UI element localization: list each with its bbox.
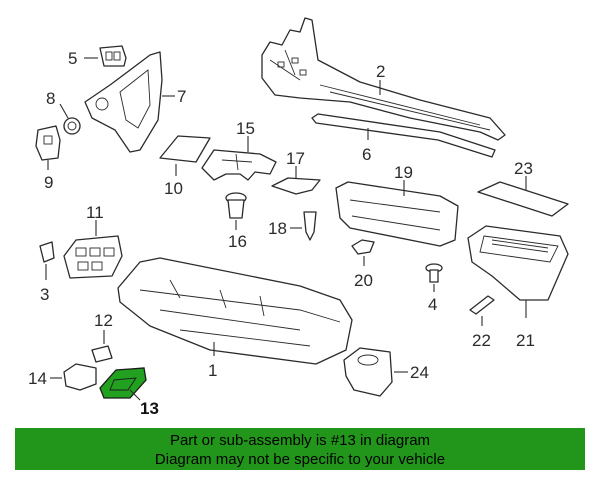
banner-line-2: Diagram may not be specific to your vehi… (154, 451, 446, 468)
part-19-armrest-lid[interactable] (335, 181, 459, 247)
callout-13: 13 (140, 399, 159, 418)
part-22-plate[interactable] (469, 295, 495, 315)
callout-21: 21 (516, 331, 535, 350)
callout-16: 16 (228, 232, 247, 251)
part-15-bracket[interactable] (201, 149, 277, 181)
leader-13 (129, 389, 141, 401)
part-3-connector[interactable] (39, 241, 55, 263)
callout-17: 17 (286, 149, 305, 168)
callout-5: 5 (68, 49, 77, 68)
part-13-mat-highlighted[interactable] (99, 367, 147, 399)
callout-20: 20 (354, 271, 373, 290)
callout-1: 1 (208, 361, 217, 380)
part-11-switch-panel[interactable] (63, 235, 123, 279)
callout-15: 15 (236, 119, 255, 138)
callout-3: 3 (40, 285, 49, 304)
part-14-box[interactable] (63, 363, 97, 391)
callout-2: 2 (376, 62, 385, 81)
banner-line-1: Part or sub-assembly is #13 in diagram (169, 432, 431, 449)
part-7-center-bezel[interactable] (84, 51, 163, 153)
callout-23: 23 (514, 159, 533, 178)
part-1-console-base[interactable] (117, 257, 353, 365)
callout-18: 18 (268, 219, 287, 238)
part-10-lid[interactable] (159, 135, 211, 163)
part-5-clip[interactable] (99, 45, 127, 67)
part-21-storage-bin[interactable] (467, 225, 569, 301)
callout-11: 11 (86, 203, 104, 222)
callout-8: 8 (46, 89, 55, 108)
leader-8 (59, 103, 69, 119)
part-2-side-trim[interactable] (261, 17, 506, 141)
callout-6: 6 (362, 145, 371, 164)
part-24-cup-holder[interactable] (343, 347, 393, 397)
parts-diagram: 2 6 5 7 8 9 10 15 (28, 17, 569, 418)
part-4-screw[interactable] (425, 263, 443, 283)
part-6-trim-strip[interactable] (311, 113, 496, 158)
callout-9: 9 (44, 173, 53, 192)
part-9-switch[interactable] (35, 125, 61, 161)
callout-12: 12 (94, 311, 113, 330)
callout-4: 4 (428, 295, 437, 314)
part-8-knob[interactable] (63, 117, 81, 135)
callout-10: 10 (164, 179, 183, 198)
part-23-pad[interactable] (477, 181, 569, 217)
part-12-clip[interactable] (91, 345, 113, 363)
part-17-small-bracket[interactable] (271, 177, 321, 195)
callout-24: 24 (410, 363, 429, 382)
callout-22: 22 (472, 331, 491, 350)
callout-19: 19 (394, 163, 413, 182)
part-20-cap[interactable] (351, 239, 375, 255)
part-16-push-clip[interactable] (225, 192, 247, 219)
callout-14: 14 (28, 369, 47, 388)
part-18-fastener[interactable] (303, 211, 317, 241)
info-banner: Part or sub-assembly is #13 in diagram D… (15, 428, 585, 470)
callout-7: 7 (177, 87, 186, 106)
